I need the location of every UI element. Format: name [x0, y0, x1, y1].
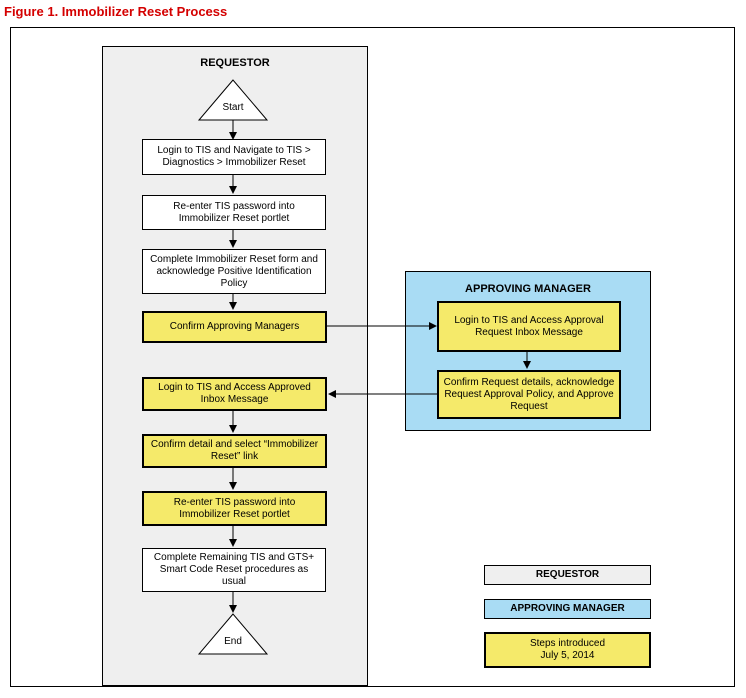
- step-complete-remaining: Complete Remaining TIS and GTS+ Smart Co…: [142, 548, 326, 592]
- legend-approving-manager: APPROVING MANAGER: [484, 599, 651, 619]
- requestor-lane-title: REQUESTOR: [200, 57, 270, 69]
- end-label: End: [224, 636, 242, 647]
- step-reenter-password-1: Re-enter TIS password into Immobilizer R…: [142, 195, 326, 230]
- legend-new-steps: Steps introduced July 5, 2014: [484, 632, 651, 668]
- step-complete-form: Complete Immobilizer Reset form and ackn…: [142, 249, 326, 294]
- legend-requestor: REQUESTOR: [484, 565, 651, 585]
- figure-frame: [10, 27, 735, 687]
- start-terminator: [197, 79, 269, 121]
- step-login-navigate: Login to TIS and Navigate to TIS > Diagn…: [142, 139, 326, 175]
- step-login-approved-inbox: Login to TIS and Access Approved Inbox M…: [142, 377, 327, 411]
- step-manager-confirm: Confirm Request details, acknowledge Req…: [437, 370, 621, 419]
- step-confirm-managers: Confirm Approving Managers: [142, 311, 327, 343]
- end-terminator: [197, 613, 269, 655]
- approving-manager-lane-title: APPROVING MANAGER: [465, 283, 591, 295]
- start-label: Start: [222, 102, 244, 113]
- figure-title: Figure 1. Immobilizer Reset Process: [4, 4, 228, 19]
- step-manager-login: Login to TIS and Access Approval Request…: [437, 301, 621, 352]
- step-confirm-detail-link: Confirm detail and select “Immobilizer R…: [142, 434, 327, 468]
- step-reenter-password-2: Re-enter TIS password into Immobilizer R…: [142, 491, 327, 526]
